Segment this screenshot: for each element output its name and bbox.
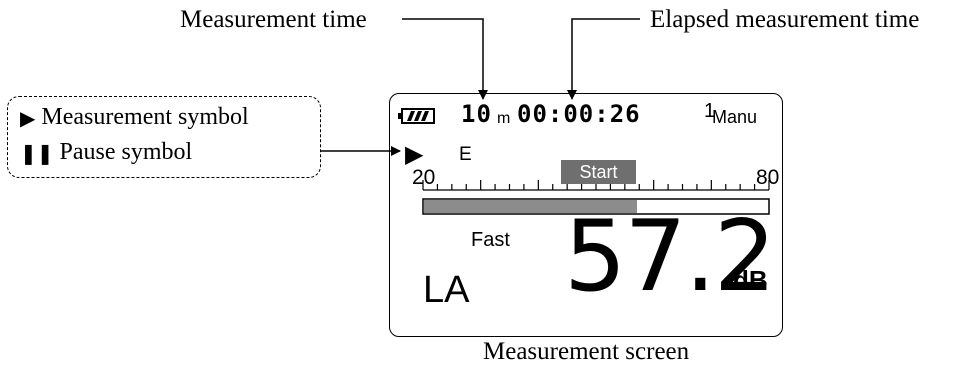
figure-caption: Measurement screen	[483, 338, 690, 365]
measurement-status-icon: ▶	[405, 140, 424, 168]
symbol-legend: ▶ Measurement symbol ❚❚ Pause symbol	[7, 96, 321, 178]
legend-pause-row: ❚❚ Pause symbol	[20, 139, 192, 166]
pause-icon: ❚❚	[20, 140, 54, 165]
store-number: 1	[704, 100, 716, 122]
elapsed-time-callout: Elapsed measurement time	[650, 6, 920, 33]
measurement-symbol-label: Measurement symbol	[41, 104, 249, 130]
start-badge: Start	[561, 160, 636, 184]
level-unit: dB	[733, 265, 768, 295]
legend-measurement-row: ▶ Measurement symbol	[20, 104, 249, 131]
scale-max-label: 80	[756, 166, 780, 189]
scale-min-label: 20	[412, 166, 436, 189]
pause-symbol-label: Pause symbol	[59, 139, 193, 165]
time-weighting-label: Fast	[471, 229, 510, 251]
measurement-time-unit: m	[497, 110, 511, 127]
store-mode: Manu	[712, 107, 758, 127]
level-bar-graph	[422, 180, 770, 215]
status-letter: E	[459, 144, 472, 165]
level-bar-fill	[424, 200, 637, 213]
elapsed-time-leader	[567, 18, 640, 100]
level-value: 57.2	[564, 200, 776, 314]
play-icon: ▶	[20, 105, 36, 130]
scale-ticks	[422, 180, 770, 190]
level-type-label: LA	[423, 269, 470, 311]
battery-icon	[398, 108, 435, 124]
measurement-time-callout: Measurement time	[180, 6, 367, 33]
measurement-screen	[389, 93, 783, 337]
measurement-time-leader	[402, 18, 488, 100]
measurement-time-value: 10	[461, 100, 492, 128]
elapsed-time-value: 00:00:26	[517, 100, 641, 128]
